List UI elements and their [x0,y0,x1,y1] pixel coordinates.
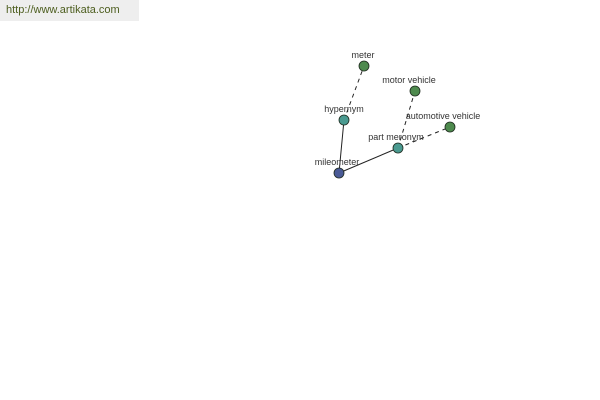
node-label-meter: meter [351,50,374,60]
graph-labels: mileometer hypernym part meronym meter motor… [315,50,481,167]
node-label-mileometer: mileometer [315,157,360,167]
node-label-hypernym: hypernym [324,104,364,114]
node-label-part-meronym: part meronym [368,132,424,142]
node-motor-vehicle[interactable] [409,85,421,97]
edge-mileometer-to-hypernym [338,119,345,174]
node-meter[interactable] [358,60,370,72]
node-label-motor-vehicle: motor vehicle [382,75,436,85]
graph-nodes [333,60,456,179]
node-mileometer[interactable] [333,167,345,179]
node-hypernym[interactable] [338,114,350,126]
edge-part_meronym-to-motor_vehicle [397,90,416,149]
edge-hypernym-to-meter [343,65,365,121]
edge-part_meronym-to-automotive_vehicle [397,126,451,149]
node-label-automotive-vehicle: automotive vehicle [406,111,481,121]
edge-mileometer-to-part_meronym [338,147,399,174]
watermark-url: http://www.artikata.com [0,0,139,21]
graph-edges [338,65,451,174]
node-automotive-vehicle[interactable] [444,121,456,133]
node-part-meronym[interactable] [392,142,404,154]
